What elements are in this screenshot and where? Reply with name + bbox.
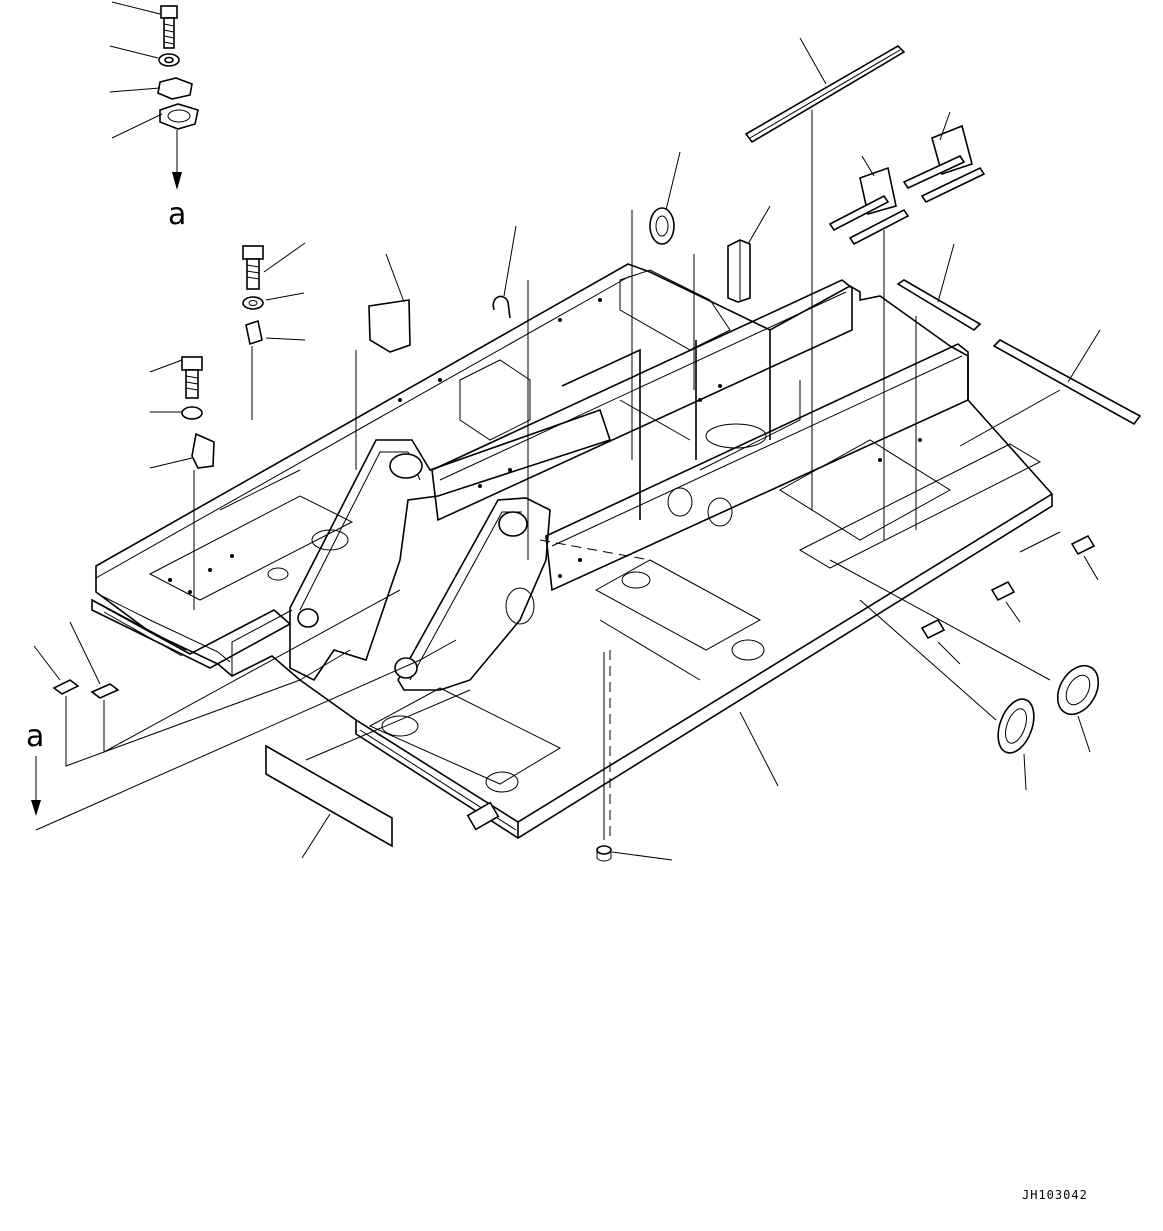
revolving-frame bbox=[91, 263, 1053, 840]
bolt-clip-group-upper bbox=[242, 242, 306, 420]
grommet-oval-2 bbox=[859, 599, 1035, 791]
frame-leader-line bbox=[739, 711, 779, 787]
ref-marker-a-bottom: a bbox=[26, 719, 44, 754]
bolt-stack-top-left bbox=[109, 1, 199, 190]
rubber-block bbox=[693, 205, 771, 390]
ref-arrow-a-bottom bbox=[31, 639, 457, 831]
clip-right-3 bbox=[920, 618, 961, 665]
drawing-code: JH103042 bbox=[1022, 1188, 1088, 1202]
seal-pad-set-1 bbox=[828, 155, 910, 540]
cover-strip-bottom bbox=[265, 689, 471, 859]
bar-long bbox=[959, 329, 1142, 447]
grommet-top bbox=[631, 151, 681, 460]
spacer-bottom bbox=[596, 845, 673, 862]
clip-right-2 bbox=[990, 580, 1021, 623]
cover-plate bbox=[355, 253, 411, 470]
bolt-bracket-group-lower bbox=[149, 356, 215, 610]
grommet-oval-1 bbox=[829, 559, 1100, 753]
seal-pad-set-2 bbox=[902, 111, 986, 204]
seal-strip-top bbox=[744, 37, 906, 510]
ref-marker-a-top: a bbox=[168, 197, 186, 232]
clip-right-1 bbox=[1019, 531, 1099, 581]
hook-clip bbox=[492, 225, 529, 560]
bar-short bbox=[896, 243, 982, 530]
clip-pair-left bbox=[33, 589, 401, 767]
